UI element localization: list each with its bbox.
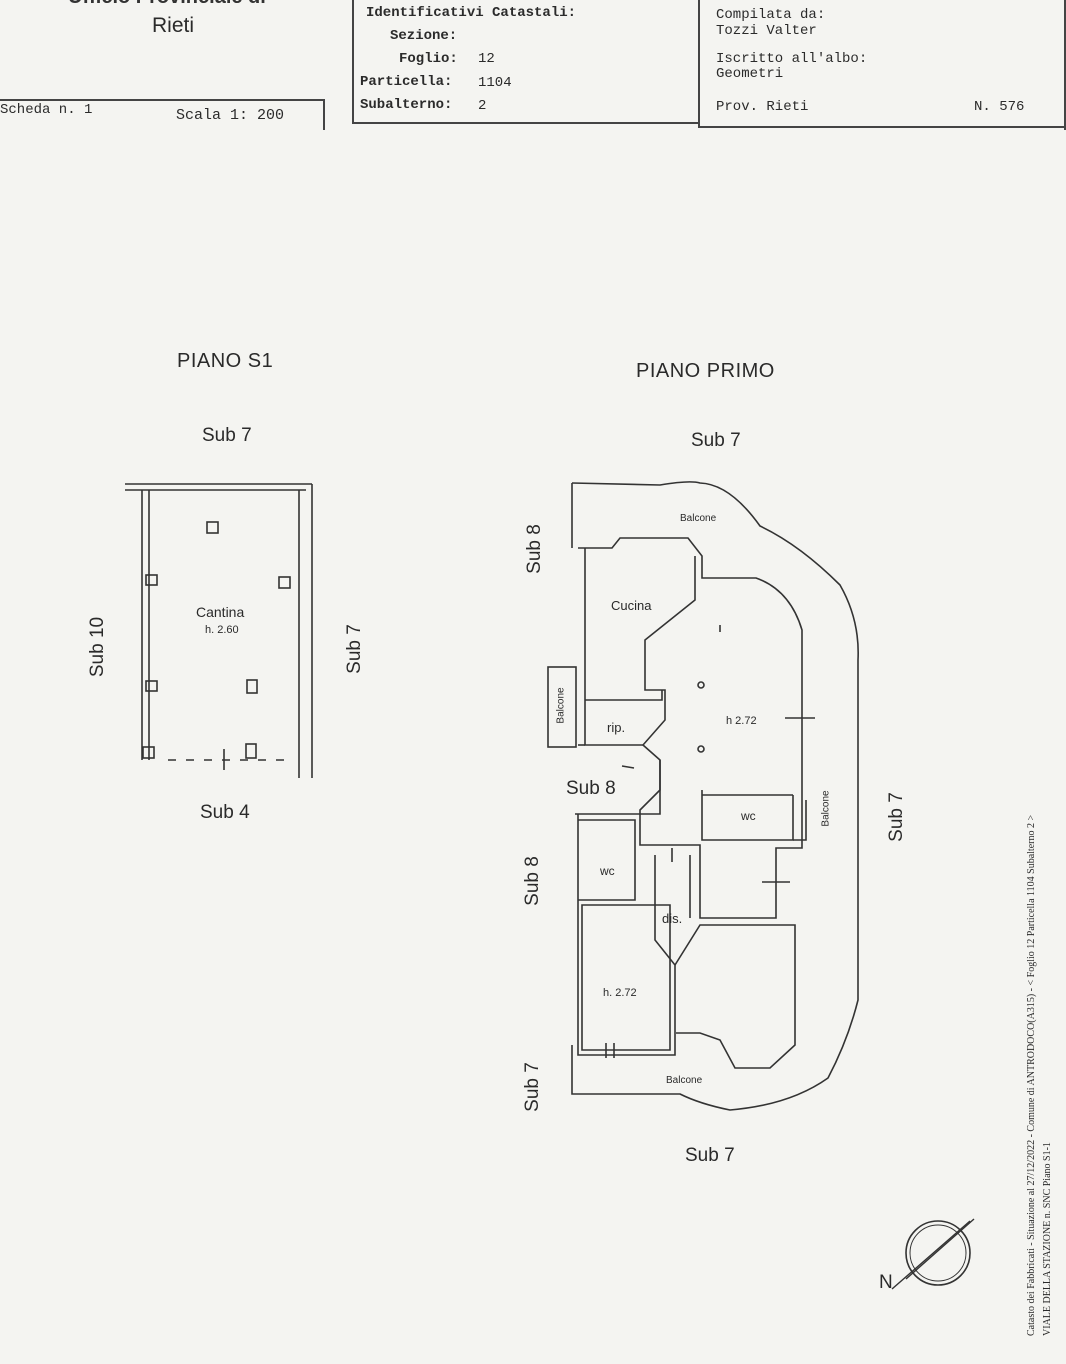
unit-upper-wall bbox=[578, 537, 803, 919]
plan-primo-title: PIANO PRIMO bbox=[636, 360, 775, 382]
office-line: Ufficio Provinciale di bbox=[68, 0, 266, 8]
scheda-label: Scheda n. 1 bbox=[0, 102, 93, 118]
subalterno-value: 2 bbox=[478, 98, 487, 114]
pillar bbox=[246, 679, 258, 694]
compilata-name: Tozzi Valter bbox=[716, 23, 817, 39]
wc-right-label: wc bbox=[741, 809, 756, 823]
pillar bbox=[278, 576, 291, 589]
divider bbox=[698, 126, 1066, 128]
wall-line bbox=[793, 800, 807, 841]
id-title: Identificativi Catastali: bbox=[366, 5, 577, 21]
balcone-top: Balcone bbox=[680, 513, 717, 524]
wc-right-wall bbox=[701, 790, 794, 841]
room-lower-right bbox=[674, 924, 796, 1069]
cantina-height: h. 2.60 bbox=[205, 624, 239, 636]
pillar bbox=[697, 745, 705, 753]
cantina-label: Cantina bbox=[196, 604, 245, 620]
numero-label: N. 576 bbox=[974, 99, 1025, 115]
subalterno-label: Subalterno: bbox=[360, 97, 453, 113]
north-arrow-icon bbox=[891, 1218, 975, 1290]
divider bbox=[698, 0, 700, 128]
bedroom-height: h. 2.72 bbox=[603, 987, 637, 999]
pillar bbox=[145, 574, 158, 586]
plan-s1-sub-bottom: Sub 4 bbox=[200, 802, 250, 823]
foglio-value: 12 bbox=[478, 51, 495, 67]
divider bbox=[323, 99, 325, 130]
iscritto-value: Geometri bbox=[716, 66, 784, 82]
scala-label: Scala 1: 200 bbox=[176, 107, 285, 124]
iscritto-label: Iscritto all'albo: bbox=[716, 51, 868, 67]
pillar bbox=[142, 746, 155, 759]
dis-label: dis. bbox=[662, 911, 683, 926]
rip-wall bbox=[585, 690, 663, 701]
pillar bbox=[206, 521, 219, 534]
particella-label: Particella: bbox=[360, 74, 453, 90]
side-text-2: VIALE DELLA STAZIONE n. SNC Piano S1-1 bbox=[1042, 1142, 1053, 1336]
wc-left-wall bbox=[578, 819, 636, 901]
wall-line bbox=[575, 760, 661, 815]
side-text-1: Catasto dei Fabbricati - Situazione al 2… bbox=[1026, 814, 1037, 1336]
living-height: h 2.72 bbox=[726, 715, 757, 727]
compilata-label: Compilata da: bbox=[716, 7, 826, 23]
kitchen-wall bbox=[584, 548, 643, 746]
balcone-left-box bbox=[547, 666, 577, 748]
arrow bbox=[621, 765, 635, 769]
pillar bbox=[245, 743, 257, 759]
divider bbox=[0, 99, 325, 101]
divider bbox=[352, 122, 698, 124]
plan-primo-sub-top: Sub 7 bbox=[691, 430, 741, 451]
plan-s1-sub-top: Sub 7 bbox=[202, 425, 252, 446]
balcone-right: Balcone bbox=[820, 790, 832, 827]
plan-primo-sub-bottom: Sub 7 bbox=[685, 1145, 735, 1166]
divider bbox=[352, 0, 354, 124]
rip-label: rip. bbox=[607, 720, 626, 735]
foglio-label: Foglio: bbox=[399, 51, 458, 67]
plan-s1-title: PIANO S1 bbox=[177, 350, 274, 372]
pillar bbox=[145, 680, 158, 692]
balcony-outline bbox=[571, 481, 859, 1111]
cucina-label: Cucina bbox=[611, 598, 652, 613]
plan-primo-sub-middle: Sub 8 bbox=[566, 778, 616, 799]
prov-label: Prov. Rieti bbox=[716, 99, 809, 115]
divider bbox=[1064, 0, 1066, 130]
north-label: N bbox=[879, 1272, 893, 1293]
balcone-left: Balcone bbox=[555, 687, 567, 724]
particella-value: 1104 bbox=[478, 75, 512, 91]
pillar bbox=[697, 681, 705, 689]
bedroom-inner bbox=[581, 904, 671, 1051]
balcone-bottom: Balcone bbox=[666, 1075, 703, 1086]
bedroom-wall bbox=[577, 814, 676, 1056]
wc-left-label: wc bbox=[600, 864, 615, 878]
office-city: Rieti bbox=[152, 14, 195, 37]
sezione-label: Sezione: bbox=[390, 28, 458, 44]
